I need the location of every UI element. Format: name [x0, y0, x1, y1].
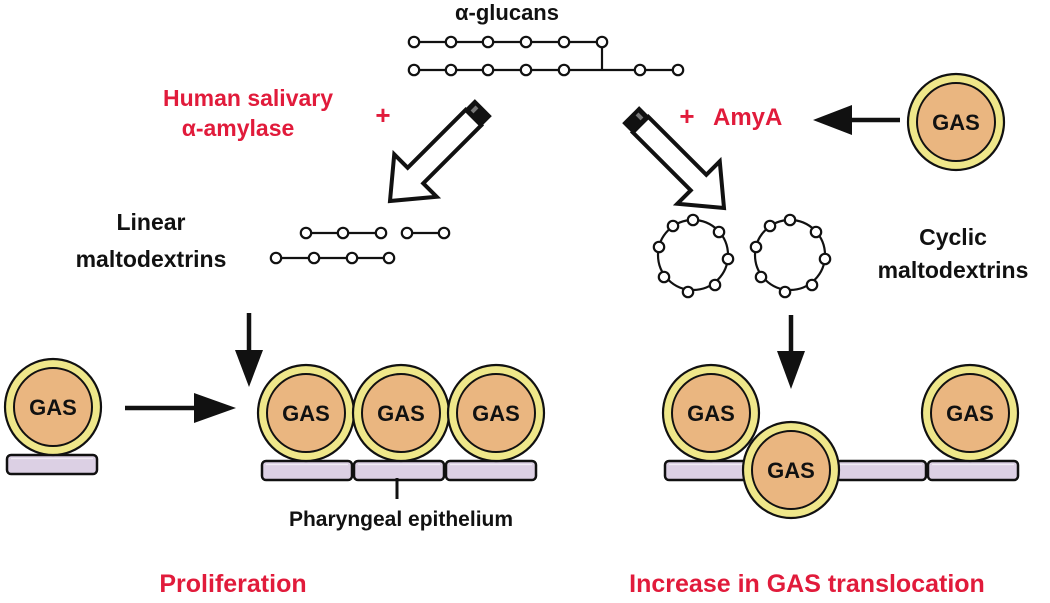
linear-chain-1 — [299, 226, 388, 240]
outcome-translocation: Increase in GAS translocation — [629, 570, 985, 598]
alpha-glucan-molecule — [407, 35, 685, 77]
epithelium-left — [260, 459, 538, 482]
gas-cell-label: GAS — [472, 401, 520, 426]
arrow-gas-to-amya — [813, 105, 900, 135]
gas-translocating-cells: GAS GAS GAS — [661, 363, 1020, 520]
gas-cell-label: GAS — [377, 401, 425, 426]
arrow-down-right — [777, 315, 805, 389]
gas-initial-attachment: GAS — [3, 357, 103, 476]
amya-plus: + — [679, 101, 694, 131]
epithelium-right — [663, 459, 1020, 482]
cyclic-maltodextrin-2 — [749, 213, 832, 299]
epithelium-label: Pharyngeal epithelium — [289, 508, 513, 531]
arrow-to-proliferation — [125, 393, 236, 423]
cyclic-label-line1: Cyclic — [919, 224, 987, 250]
gas-cell-label: GAS — [767, 458, 815, 483]
linear-maltodextrins — [269, 226, 451, 265]
hollow-arrow-left — [387, 99, 492, 204]
gas-cell-label: GAS — [946, 401, 994, 426]
gas-proliferating-cells: GAS GAS GAS — [256, 363, 546, 463]
cyclic-maltodextrin-1 — [652, 213, 735, 299]
gas-bacterium-source: GAS — [906, 72, 1006, 172]
salivary-amylase-label-line1: Human salivary — [163, 85, 333, 111]
hollow-arrow-right — [622, 106, 727, 211]
gas-cell-label: GAS — [282, 401, 330, 426]
linear-chain-2 — [400, 226, 451, 240]
gas-cell-label: GAS — [29, 395, 77, 420]
diagram-title: α-glucans — [455, 0, 559, 25]
cyclic-label-line2: maltodextrins — [878, 257, 1029, 283]
outcome-proliferation: Proliferation — [159, 570, 306, 598]
gas-cell-label: GAS — [932, 110, 980, 135]
amya-label: AmyA — [713, 104, 782, 131]
salivary-amylase-plus: + — [375, 100, 390, 130]
linear-chain-3 — [269, 251, 396, 265]
glucan-lower-chain — [407, 63, 685, 77]
glucan-upper-chain — [407, 35, 609, 70]
linear-label-line2: maltodextrins — [76, 246, 227, 272]
gas-cell-label: GAS — [687, 401, 735, 426]
arrow-down-left — [235, 313, 263, 387]
linear-label-line1: Linear — [116, 209, 185, 235]
salivary-amylase-label-line2: α-amylase — [182, 115, 295, 141]
